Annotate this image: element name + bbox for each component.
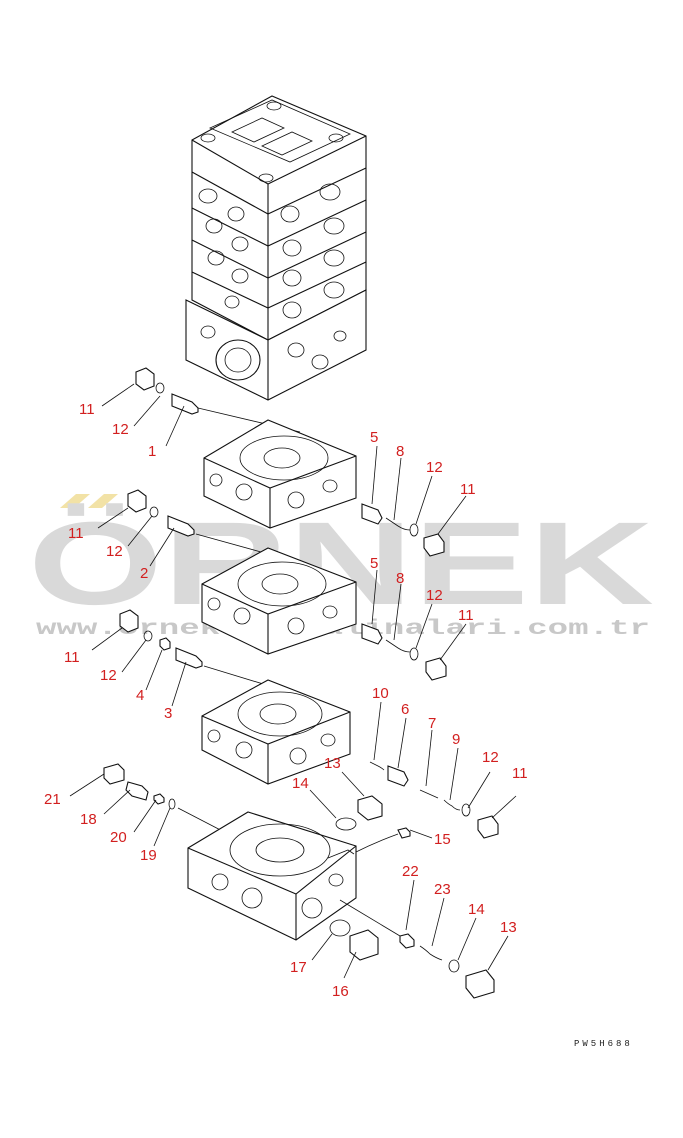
part-label: 14: [468, 901, 485, 918]
part-label: 17: [290, 959, 307, 976]
part-label: 2: [140, 565, 148, 582]
part-label: 12: [106, 543, 123, 560]
valve-section-2: [201, 547, 357, 655]
bottom-left-parts: [103, 763, 233, 837]
part-label: 23: [434, 881, 451, 898]
part-label: 6: [401, 701, 409, 718]
section-3-right-parts: [369, 761, 499, 839]
part-label: 11: [68, 525, 84, 542]
valve-end-section: [187, 811, 357, 941]
part-label: 12: [112, 421, 129, 438]
part-label: 5: [370, 555, 378, 572]
part-label: 14: [292, 775, 309, 792]
bottom-right-parts: [329, 795, 495, 999]
part-label: 8: [396, 570, 404, 587]
part-label: 13: [324, 755, 341, 772]
section-3-parts: [119, 609, 297, 695]
part-label: 15: [434, 831, 451, 848]
part-label: 13: [500, 919, 517, 936]
part-label: 22: [402, 863, 419, 880]
part-label: 3: [164, 705, 172, 722]
part-label: 21: [44, 791, 61, 808]
valve-section-3: [201, 679, 351, 785]
drawing-reference: PW5H688: [574, 1039, 633, 1049]
part-label: 9: [452, 731, 460, 748]
part-label: 1: [148, 443, 156, 460]
part-label: 16: [332, 983, 349, 1000]
part-label: 18: [80, 811, 97, 828]
part-label: 12: [100, 667, 117, 684]
part-label: 20: [110, 829, 127, 846]
part-label: 8: [396, 443, 404, 460]
leader-lines: [69, 383, 517, 979]
part-label: 11: [79, 401, 95, 418]
part-label: 5: [370, 429, 378, 446]
part-label: 12: [482, 749, 499, 766]
assembled-valve-stack: [185, 95, 367, 401]
part-label: 11: [64, 649, 80, 666]
part-label: 11: [512, 765, 528, 782]
valve-section-1: [203, 419, 357, 529]
part-label: 10: [372, 685, 389, 702]
part-label: 19: [140, 847, 157, 864]
part-labels: 11 12 1 5 8 12 11 11 12 2 5 8 12 11 11 1…: [44, 401, 528, 1000]
section-2-right-parts: [361, 623, 447, 681]
watermark-url: www.orneksitemalinalari.com.tr: [36, 618, 650, 641]
part-label: 11: [460, 481, 476, 498]
part-label: 12: [426, 459, 443, 476]
part-label: 12: [426, 587, 443, 604]
part-label: 11: [458, 607, 474, 624]
part-label: 7: [428, 715, 436, 732]
part-label: 4: [136, 687, 144, 704]
